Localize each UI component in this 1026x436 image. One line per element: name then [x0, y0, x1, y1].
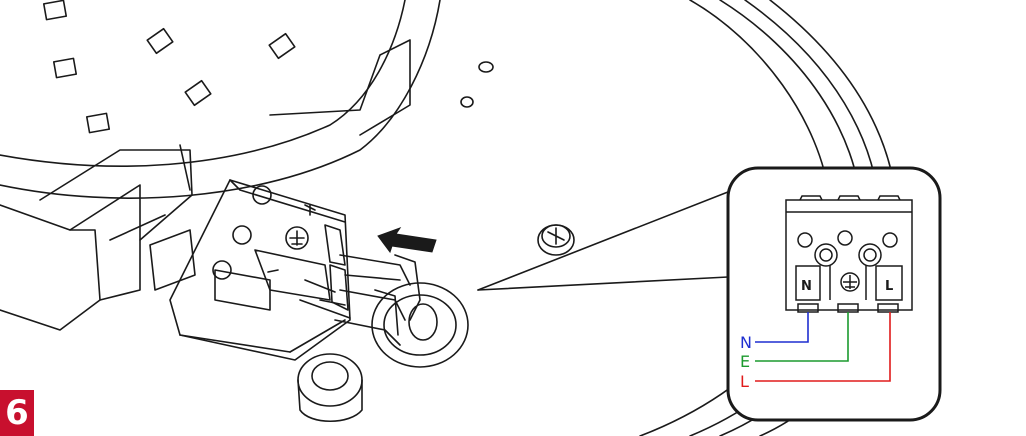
insert-arrow-icon: [377, 227, 437, 254]
terminal-label-l: L: [885, 279, 893, 294]
led-chip-array: [42, 0, 296, 134]
base-screw: [537, 224, 575, 256]
wire-e: [755, 312, 849, 362]
terminal-block-detail: [785, 195, 913, 313]
callout-leader-top: [477, 189, 734, 291]
wire-legend: [755, 312, 891, 382]
driver-box: [0, 204, 101, 331]
mount-hole-1: [478, 61, 494, 73]
diffuser-inner: [179, 144, 191, 191]
base-foot: [297, 353, 363, 422]
callout-leader-bottom: [477, 276, 729, 291]
cable-grommet: [371, 282, 469, 368]
wire-label-n: N: [740, 333, 752, 352]
wire-label-l: L: [740, 372, 749, 391]
earth-symbol-icon: [840, 272, 860, 292]
terminal-label-n: N: [801, 279, 812, 294]
diffuser-plate: [0, 0, 441, 199]
wire-label-e: E: [740, 352, 750, 371]
terminal-block-main: [169, 179, 351, 361]
wire-n: [755, 312, 809, 343]
diffuser-bracket: [269, 39, 411, 136]
earth-screw: [285, 226, 309, 250]
step-number-badge: 6: [0, 390, 34, 436]
wire-l: [755, 312, 891, 382]
diffuser-plate-edge: [0, 0, 406, 167]
mount-hole-2: [460, 96, 474, 108]
